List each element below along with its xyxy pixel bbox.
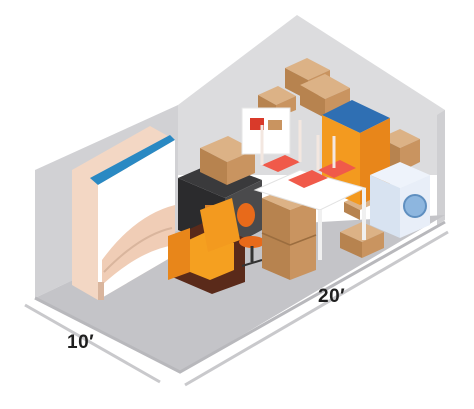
office-chair (237, 203, 265, 267)
mattress (72, 126, 175, 300)
length-dimension-label: 20′ (318, 286, 346, 307)
dimension-lines (24, 230, 449, 387)
floor-edge (34, 220, 446, 374)
red-chairs (260, 120, 356, 188)
right-wall (437, 110, 445, 225)
length-dimension-line (184, 230, 449, 387)
washing-machine (370, 162, 430, 238)
width-dimension-label: 10′ (67, 332, 95, 353)
armchair (168, 198, 245, 294)
shelf-unit (241, 107, 291, 155)
dining-table (253, 169, 367, 260)
width-dimension-line (24, 303, 161, 384)
